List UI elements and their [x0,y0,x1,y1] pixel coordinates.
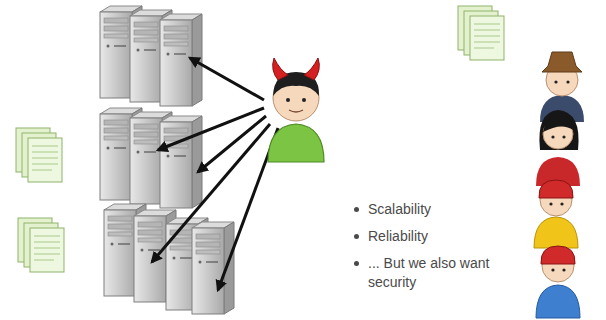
document-pile [18,218,64,272]
user-figure [534,180,578,248]
server-stack [100,6,202,106]
bullet-text: ... But we also want security [368,255,489,290]
bullet-dot [354,207,359,212]
user-figure [536,246,580,318]
bullet-text: Reliability [368,228,428,244]
server-stack [104,204,234,314]
attack-arrows [152,58,278,290]
bullet-item: ... But we also want security [352,254,520,292]
user-figure [536,110,580,186]
bullet-dot [354,261,359,266]
bullet-item: Reliability [352,227,520,246]
bullet-dot [354,234,359,239]
bullet-list: ScalabilityReliability ... But we also wa… [352,200,520,300]
document-pile [16,128,62,182]
bullet-text: Scalability [368,201,431,217]
attacker-figure [268,58,324,162]
bullet-item: Scalability [352,200,520,219]
server-stack [100,108,202,208]
document-pile [458,6,504,60]
